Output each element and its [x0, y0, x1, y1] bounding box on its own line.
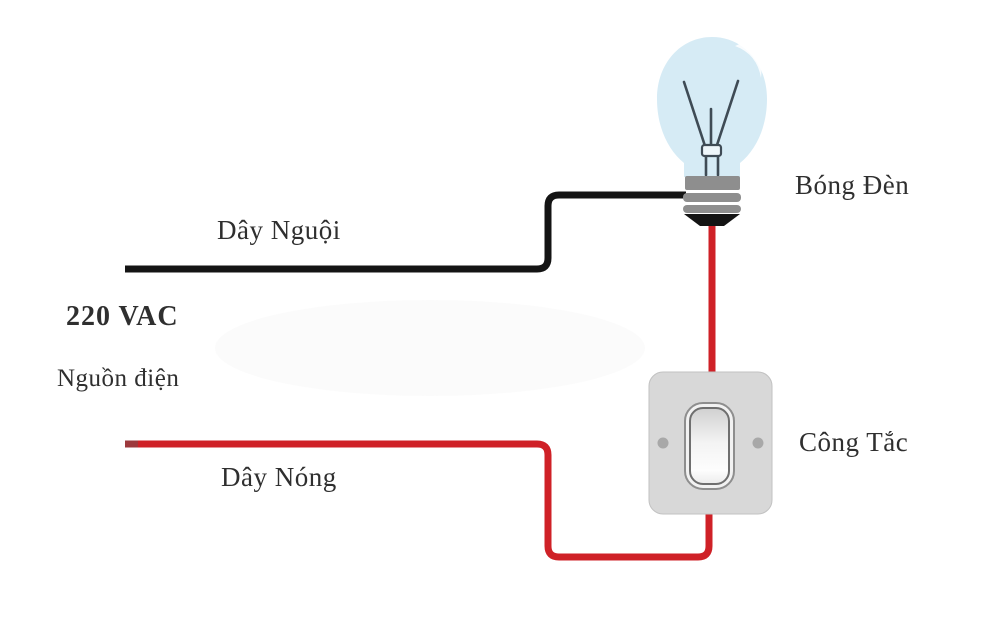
screw-right-icon [752, 437, 764, 449]
neutral-wire [125, 191, 686, 273]
bulb-contact-tip [684, 214, 740, 226]
switch-icon [648, 371, 773, 515]
neutral-wire-label: Dây Nguội [217, 215, 341, 245]
background-smudge [215, 300, 645, 396]
light-bulb-icon [657, 37, 767, 226]
switch-rocker[interactable] [689, 407, 730, 485]
voltage-label: 220 VAC [66, 301, 179, 332]
hot-wire [125, 440, 713, 561]
hot-wire-label: Dây Nóng [221, 462, 337, 492]
bulb-label: Bóng Đèn [795, 170, 910, 200]
bulb-glass [657, 37, 767, 177]
switch-label: Công Tắc [799, 427, 909, 457]
bulb-highlight [735, 43, 762, 78]
bulb-base [683, 176, 741, 226]
source-label: Nguồn điện [57, 365, 180, 392]
screw-left-icon [657, 437, 669, 449]
bulb-filament [682, 79, 740, 177]
